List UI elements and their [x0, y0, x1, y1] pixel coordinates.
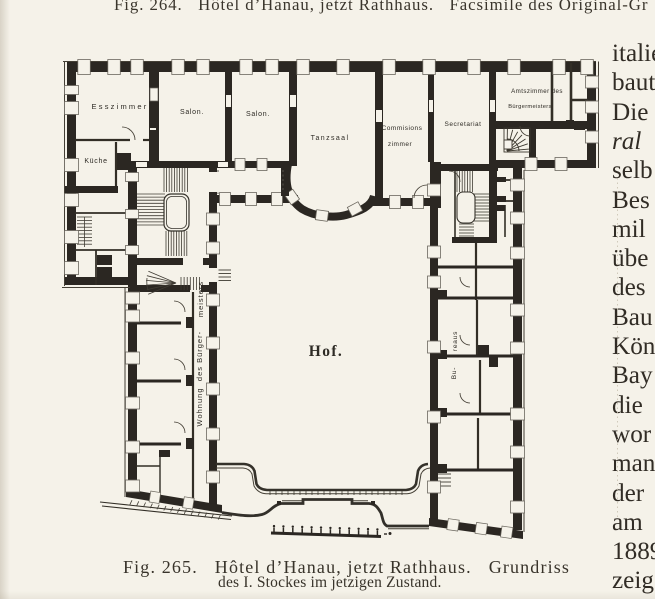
svg-text:Küche: Küche [84, 158, 107, 165]
svg-text:Bu-: Bu- [451, 367, 458, 380]
svg-text:Bürgermeisters: Bürgermeisters [508, 104, 552, 110]
svg-text:Salon.: Salon. [180, 109, 204, 116]
svg-text:reaus: reaus [452, 331, 459, 351]
svg-text:Hof.: Hof. [309, 343, 343, 360]
svg-text:Wohnung: Wohnung [195, 388, 204, 427]
svg-text:Secretariat: Secretariat [445, 121, 482, 128]
svg-text:zimmer: zimmer [388, 141, 413, 148]
svg-text:Esszimmer: Esszimmer [92, 102, 149, 111]
svg-text:Tanzsaal: Tanzsaal [311, 135, 350, 142]
svg-text:Salon.: Salon. [246, 111, 270, 118]
svg-text:Commisions: Commisions [382, 125, 423, 132]
svg-text:meisters: meisters [196, 281, 205, 317]
svg-text:Amtszimmer des: Amtszimmer des [511, 88, 563, 95]
svg-text:des Bürger-: des Bürger- [195, 331, 204, 381]
